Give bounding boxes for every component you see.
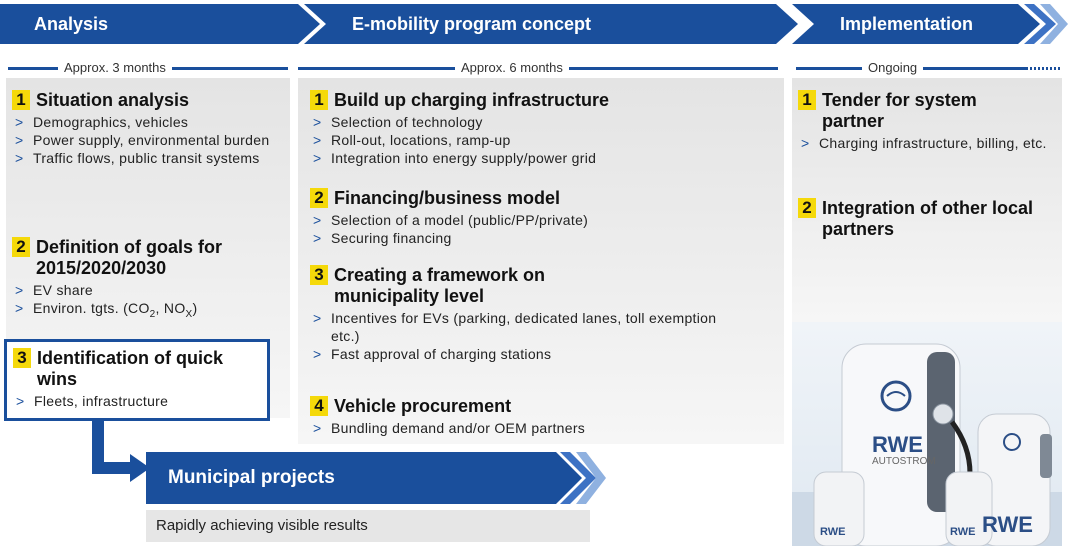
rwe-logo-text: RWE bbox=[872, 432, 923, 457]
autostrom-label: AUTOSTROM bbox=[872, 456, 936, 467]
concept-duration: Approx. 6 months bbox=[455, 60, 569, 76]
step-number: 3 bbox=[13, 348, 31, 368]
list-item: >Selection of technology bbox=[313, 114, 483, 130]
list-item: >Securing financing bbox=[313, 230, 452, 246]
municipal-projects-chevron bbox=[146, 452, 606, 504]
analysis-duration: Approx. 3 months bbox=[58, 60, 172, 76]
concept-section-4: 4 Vehicle procurement >Bundling demand an… bbox=[310, 396, 780, 437]
situation-analysis-heading: Situation analysis bbox=[36, 90, 190, 110]
step-number: 4 bbox=[310, 396, 328, 416]
municipal-projects-subtitle-box bbox=[146, 510, 590, 542]
rwe-logo-tiny-text-2: RWE bbox=[950, 526, 976, 538]
concept-section-1: 1 Build up charging infrastructure >Selec… bbox=[310, 90, 780, 167]
concept-column-bg bbox=[298, 78, 784, 444]
implementation-column-bg bbox=[792, 78, 1062, 322]
step-number: 1 bbox=[310, 90, 328, 110]
step-number: 3 bbox=[310, 265, 328, 285]
definition-of-goals-heading: Definition of goals for 2015/2020/2030 bbox=[36, 237, 222, 278]
charging-infrastructure-heading: Build up charging infrastructure bbox=[334, 90, 610, 110]
phase-implementation-title: Implementation bbox=[840, 14, 974, 34]
tender-heading: Tender for system partner bbox=[822, 90, 977, 131]
connector-arrow bbox=[92, 420, 150, 482]
list-item: >Charging infrastructure, billing, etc. bbox=[801, 135, 1047, 151]
step-number: 2 bbox=[310, 188, 328, 208]
list-item: >Traffic flows, public transit systems bbox=[15, 150, 260, 166]
implementation-section-2: 2 Integration of other local partners bbox=[798, 198, 1056, 242]
list-item: >Fast approval of charging stations bbox=[313, 346, 552, 362]
phase-analysis-title: Analysis bbox=[34, 14, 109, 34]
list-item: >Roll-out, locations, ramp-up bbox=[313, 132, 511, 148]
municipal-projects-subtitle: Rapidly achieving visible results bbox=[156, 517, 368, 534]
list-item: >Selection of a model (public/PP/private… bbox=[313, 212, 589, 228]
municipal-projects-title: Municipal projects bbox=[168, 467, 335, 488]
list-item: >Demographics, vehicles bbox=[15, 114, 189, 130]
financing-heading: Financing/business model bbox=[334, 188, 561, 208]
implementation-dotted-line bbox=[1026, 67, 1062, 70]
step-number: 1 bbox=[12, 90, 30, 110]
rwe-logo-small-text: RWE bbox=[982, 512, 1033, 537]
integration-heading: Integration of other local partners bbox=[822, 198, 1034, 239]
list-item: >Power supply, environmental burden bbox=[15, 132, 270, 148]
implementation-section-1: 1 Tender for system partner >Charging inf… bbox=[798, 90, 1056, 152]
concept-section-2: 2 Financing/business model >Selection of … bbox=[310, 188, 780, 247]
list-item: >Environ. tgts. (CO2, NOX) bbox=[15, 300, 198, 320]
framework-heading: Creating a framework on municipality lev… bbox=[334, 265, 546, 306]
charging-station-illustration bbox=[792, 343, 1062, 546]
analysis-section-1: 1 Situation analysis >Demographics, vehic… bbox=[12, 90, 284, 167]
step-number: 1 bbox=[798, 90, 816, 110]
concept-section-3: 3 Creating a framework on municipality le… bbox=[310, 265, 730, 363]
quick-wins-box: 3 Identification of quick wins >Fleets, i… bbox=[4, 339, 270, 421]
phase-concept-title: E-mobility program concept bbox=[352, 14, 592, 34]
step-number: 2 bbox=[798, 198, 816, 218]
rwe-logo-tiny-text: RWE bbox=[820, 526, 846, 538]
list-item: >Fleets, infrastructure bbox=[16, 393, 169, 409]
list-item: >Incentives for EVs (parking, dedicated … bbox=[313, 310, 717, 344]
quick-wins-heading: Identification of quick wins bbox=[37, 348, 224, 389]
list-item: >Integration into energy supply/power gr… bbox=[313, 150, 597, 166]
step-number: 2 bbox=[12, 237, 30, 257]
vehicle-procurement-heading: Vehicle procurement bbox=[334, 396, 512, 416]
charging-station-photo: RWE AUTOSTROM RWE RWE RWE bbox=[792, 322, 1062, 546]
list-item: >EV share bbox=[15, 282, 93, 298]
implementation-duration: Ongoing bbox=[862, 60, 924, 76]
phase-chevrons bbox=[0, 4, 1068, 44]
list-item: >Bundling demand and/or OEM partners bbox=[313, 420, 586, 436]
